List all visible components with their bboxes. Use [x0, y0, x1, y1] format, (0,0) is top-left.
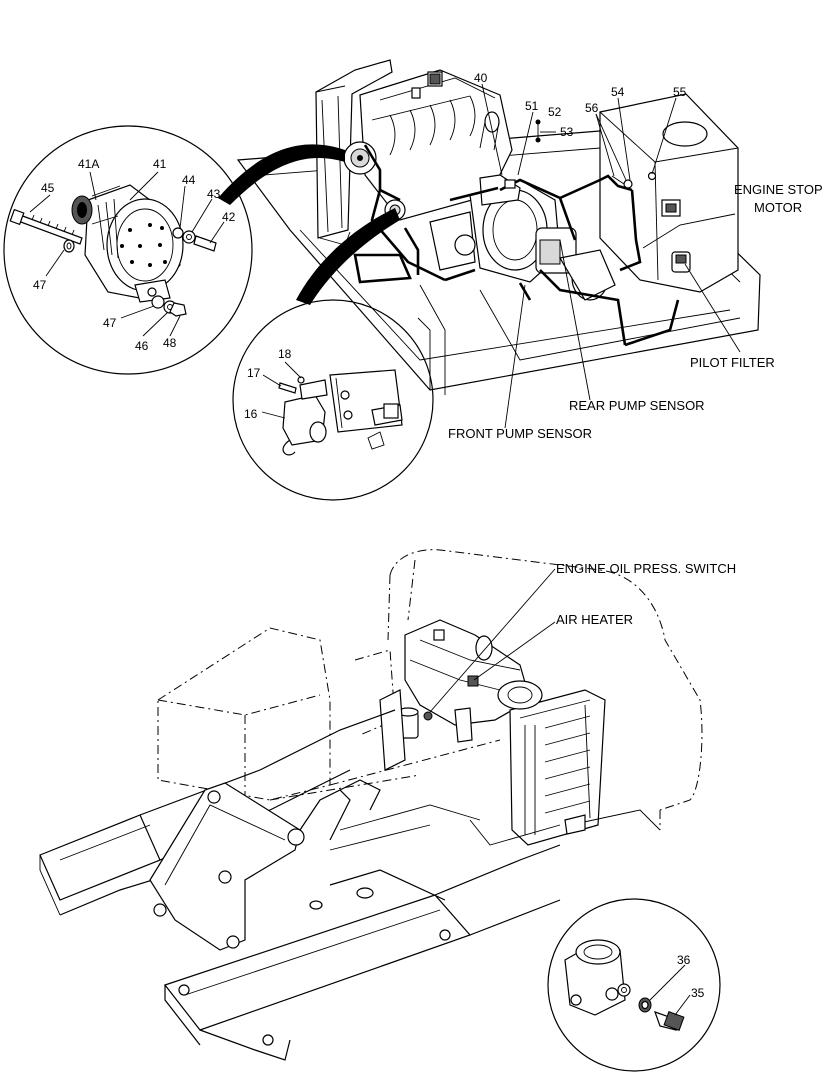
callout-42: 42 — [222, 210, 236, 224]
label-engine-oil-press-switch: ENGINE OIL PRESS. SWITCH — [556, 561, 736, 576]
callout-47-left: 47 — [33, 278, 47, 292]
top-callouts: 40 51 52 53 54 55 56 ENGINE STOP MOTOR P… — [29, 71, 823, 441]
callout-46: 46 — [135, 339, 149, 353]
label-engine-stop-motor-line2: MOTOR — [754, 200, 802, 215]
callout-41A: 41A — [78, 157, 99, 171]
callout-40: 40 — [474, 71, 488, 85]
relay-detail — [232, 299, 434, 501]
callout-48: 48 — [163, 336, 177, 350]
label-engine-stop-motor-line1: ENGINE STOP — [734, 182, 823, 197]
callout-53: 53 — [560, 125, 574, 139]
callout-56: 56 — [585, 101, 599, 115]
top-engine-assembly — [236, 59, 761, 395]
callout-52: 52 — [548, 105, 562, 119]
callout-16: 16 — [244, 407, 258, 421]
callout-51: 51 — [525, 99, 539, 113]
callout-18: 18 — [278, 347, 292, 361]
magnify-cone-alternator — [218, 144, 345, 205]
callout-47-bottom: 47 — [103, 316, 117, 330]
label-rear-pump-sensor: REAR PUMP SENSOR — [569, 398, 705, 413]
callout-54: 54 — [611, 85, 625, 99]
callout-36: 36 — [677, 953, 691, 967]
callout-35: 35 — [691, 986, 705, 1000]
callout-41: 41 — [153, 157, 167, 171]
callout-44: 44 — [182, 173, 196, 187]
label-front-pump-sensor: FRONT PUMP SENSOR — [448, 426, 592, 441]
callout-17: 17 — [247, 366, 261, 380]
bottom-upper-structure — [157, 549, 703, 846]
oil-switch-detail — [547, 898, 721, 1072]
bottom-track-frame — [39, 709, 661, 1061]
label-pilot-filter: PILOT FILTER — [690, 355, 775, 370]
magnify-cone-relay — [296, 208, 400, 305]
callout-45: 45 — [41, 181, 55, 195]
bottom-callouts: ENGINE OIL PRESS. SWITCH AIR HEATER 36 3… — [429, 561, 736, 1016]
callout-43: 43 — [207, 187, 221, 201]
callout-55: 55 — [673, 85, 687, 99]
alternator-detail — [3, 125, 253, 375]
label-air-heater: AIR HEATER — [556, 612, 633, 627]
